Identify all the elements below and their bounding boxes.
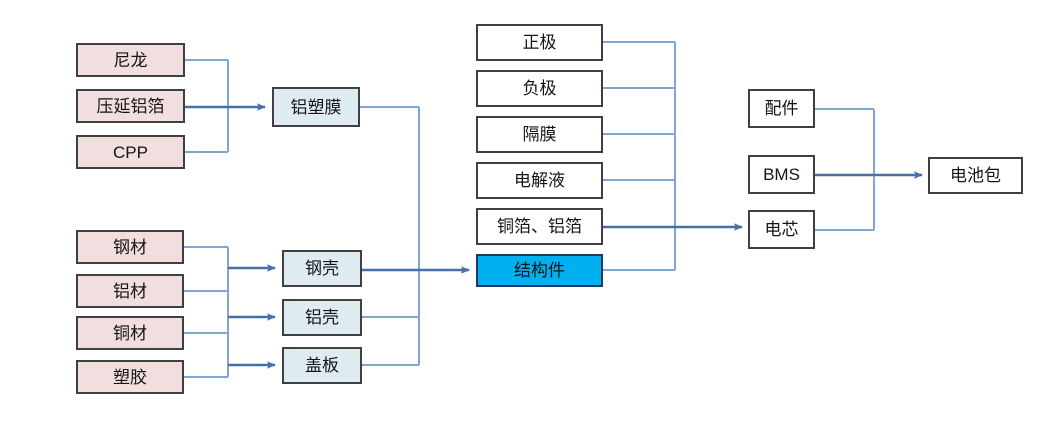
node-electrolyte[interactable]: 电解液 [476, 162, 603, 199]
wires-metal-to-shells [228, 264, 276, 369]
node-cell[interactable]: 电芯 [748, 210, 815, 249]
node-cover_plate[interactable]: 盖板 [282, 347, 362, 384]
node-label-steel_shell: 钢壳 [305, 259, 339, 278]
node-steel_shell[interactable]: 钢壳 [282, 250, 362, 287]
node-label-structural: 结构件 [514, 261, 565, 280]
node-copper_mat[interactable]: 铜材 [76, 316, 184, 350]
node-label-copper_mat: 铜材 [113, 323, 147, 343]
node-label-alu_shell: 铝壳 [305, 308, 339, 327]
node-separator[interactable]: 隔膜 [476, 116, 603, 153]
node-alu_shell[interactable]: 铝壳 [282, 299, 362, 336]
node-plastic_mat[interactable]: 塑胶 [76, 360, 184, 394]
node-label-plastic_mat: 塑胶 [113, 367, 147, 387]
group-structural-input-wires [360, 106, 420, 366]
node-label-battery_pack: 电池包 [950, 166, 1001, 185]
group-pack-input-wires [815, 108, 875, 231]
node-alu_mat[interactable]: 铝材 [76, 274, 184, 308]
node-label-separator: 隔膜 [522, 125, 557, 144]
node-label-cathode: 正极 [522, 33, 557, 52]
node-accessories[interactable]: 配件 [748, 89, 815, 128]
node-structural[interactable]: 结构件 [476, 254, 603, 287]
node-label-alu_mat: 铝材 [113, 281, 147, 301]
node-anode[interactable]: 负极 [476, 70, 603, 107]
group-cell-input-wires [603, 41, 676, 271]
node-label-cpp: CPP [113, 142, 148, 162]
node-label-electrolyte: 电解液 [514, 171, 565, 190]
node-label-bms: BMS [763, 165, 800, 184]
node-foils[interactable]: 铜箔、铝箔 [476, 208, 603, 245]
node-battery_pack[interactable]: 电池包 [928, 157, 1023, 194]
node-label-cover_plate: 盖板 [305, 356, 339, 375]
group-metal-bus-wires [184, 246, 229, 378]
node-bms[interactable]: BMS [748, 155, 815, 194]
node-label-foils: 铜箔、铝箔 [497, 217, 582, 236]
node-steel_mat[interactable]: 钢材 [76, 230, 184, 264]
node-nylon[interactable]: 尼龙 [76, 43, 185, 77]
node-alu_film[interactable]: 铝塑膜 [272, 87, 360, 127]
node-label-nylon: 尼龙 [113, 50, 148, 70]
node-label-rolled_foil: 压延铝箔 [96, 96, 165, 116]
node-cpp[interactable]: CPP [76, 135, 185, 169]
node-label-accessories: 配件 [764, 99, 799, 118]
node-label-cell: 电芯 [764, 220, 799, 239]
node-label-anode: 负极 [522, 79, 557, 98]
node-cathode[interactable]: 正极 [476, 24, 603, 61]
node-label-steel_mat: 钢材 [113, 237, 147, 257]
node-label-alu_film: 铝塑膜 [290, 97, 342, 117]
node-rolled_foil[interactable]: 压延铝箔 [76, 89, 185, 123]
